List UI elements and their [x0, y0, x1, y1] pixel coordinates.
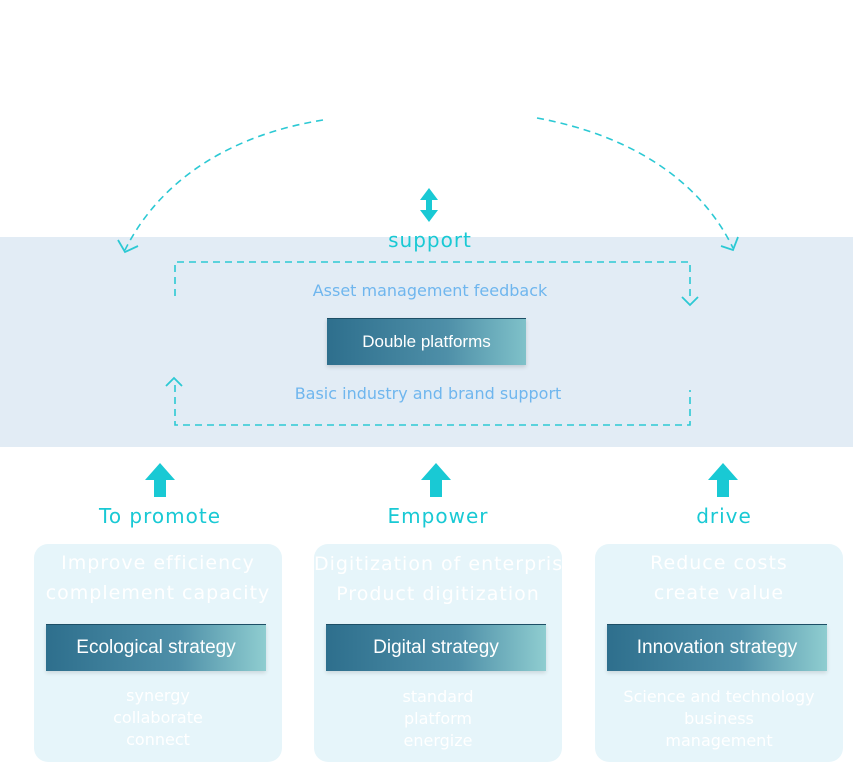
innovation-card: Reduce costs create value Innovation str…	[595, 544, 843, 762]
action-label-promote: To promote	[99, 504, 221, 528]
up-arrow-icon	[421, 463, 451, 497]
ecological-strategy-box: Ecological strategy	[46, 624, 266, 671]
double-arrow-icon	[420, 188, 438, 222]
digital-card: Digitization of enterprise Product digit…	[314, 544, 576, 762]
card-bottom-line: business	[684, 709, 754, 728]
up-arrow-icon	[708, 463, 738, 497]
top-loop	[174, 261, 691, 300]
asset-feedback-label: Asset management feedback	[312, 281, 548, 300]
bottom-loop-arrowhead	[165, 376, 183, 387]
digital-strategy-box: Digital strategy	[326, 624, 546, 671]
ecological-card: Improve efficiency complement capacity E…	[34, 544, 282, 762]
innovation-strategy-box: Innovation strategy	[607, 624, 827, 671]
card-top-line: Digitization of enterprise	[314, 553, 576, 575]
card-bottom-line: standard	[402, 687, 474, 706]
card-top-line: Improve efficiency	[61, 552, 255, 574]
card-bottom-line: connect	[126, 730, 190, 749]
right-arc	[536, 117, 734, 249]
card-top-line: Reduce costs	[650, 552, 788, 574]
left-arc-arrowhead	[117, 239, 139, 254]
right-arc-arrowhead	[720, 236, 739, 252]
card-bottom-line: Science and technology	[623, 687, 815, 706]
basic-support-label: Basic industry and brand support	[294, 384, 562, 403]
card-bottom-line: management	[665, 731, 773, 750]
action-label-drive: drive	[696, 504, 752, 528]
action-label-empower: Empower	[387, 504, 489, 528]
card-bottom-line: energize	[403, 731, 473, 750]
card-bottom-line: platform	[404, 709, 472, 728]
card-top-line: complement capacity	[45, 582, 271, 604]
double-platforms-box: Double platforms	[327, 318, 526, 365]
card-top-line: Product digitization	[336, 583, 540, 605]
support-label: support	[388, 228, 472, 252]
card-top-line: create value	[653, 582, 785, 604]
up-arrow-icon	[145, 463, 175, 497]
left-arc	[124, 119, 324, 251]
card-bottom-line: collaborate	[113, 708, 203, 727]
card-bottom-line: synergy	[126, 686, 190, 705]
top-loop-arrowhead	[681, 296, 699, 307]
